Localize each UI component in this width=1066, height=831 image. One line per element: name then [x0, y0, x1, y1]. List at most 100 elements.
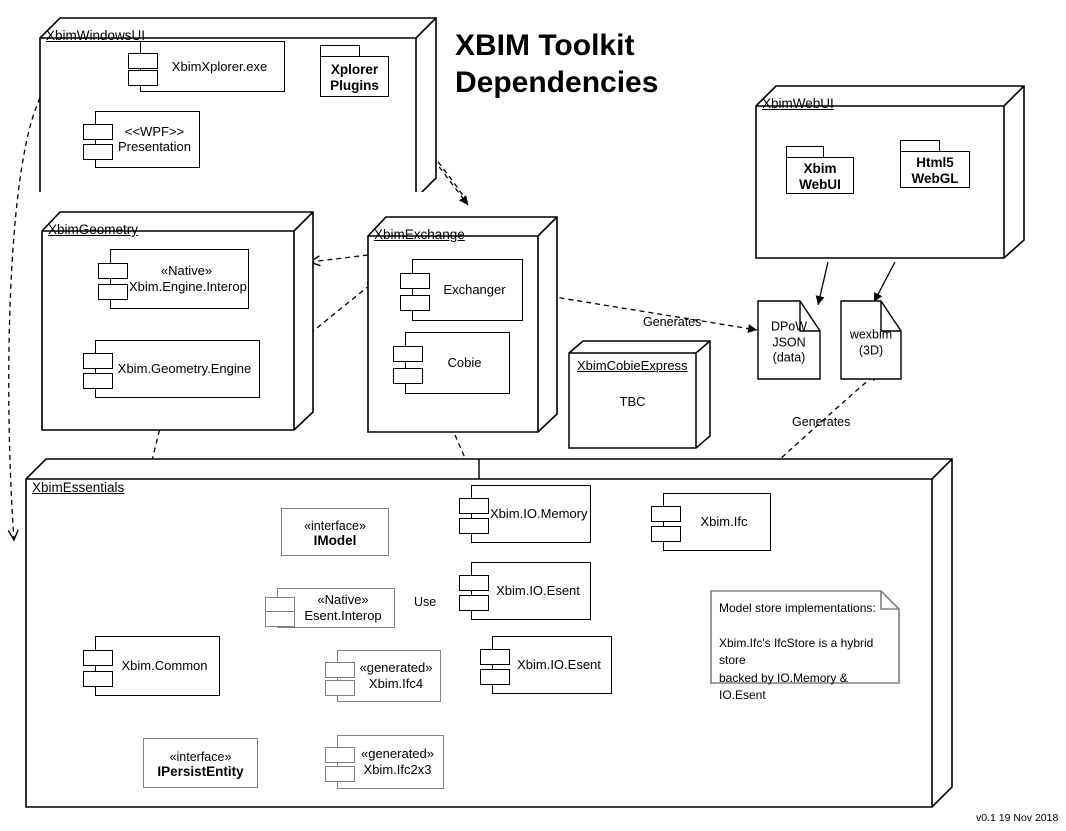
interface-imodel[interactable]: «interface» IModel — [281, 508, 389, 556]
package-xbim-exchange: XbimExchange — [366, 212, 559, 434]
component-label: «Native» Xbim.Engine.Interop — [129, 263, 247, 294]
component-tab-icon — [325, 662, 355, 678]
component-tab-icon — [459, 595, 489, 612]
artifact-label: DPoW JSON (data) — [770, 319, 808, 365]
page-title: XBIM Toolkit Dependencies — [455, 29, 659, 99]
component-tab-icon — [83, 373, 113, 390]
folder-body — [320, 56, 389, 97]
package-xbim-geometry: XbimGeometry — [40, 207, 315, 432]
component-tab-icon — [651, 526, 681, 543]
component-tab-icon — [98, 262, 128, 279]
component-xbim-engine-interop[interactable]: «Native» Xbim.Engine.Interop — [98, 249, 249, 309]
component-label: «generated» Xbim.Ifc2x3 — [360, 746, 434, 777]
component-tab-icon — [480, 669, 510, 686]
component-tab-icon — [83, 670, 113, 687]
component-xbim-common[interactable]: Xbim.Common — [83, 636, 220, 696]
artifact-dpow-json: DPoW JSON (data) — [757, 300, 821, 380]
component-tab-icon — [400, 273, 430, 290]
folder-tab — [320, 45, 360, 57]
component-cobie[interactable]: Cobie — [393, 332, 510, 394]
package-label: XbimWindowsUI — [46, 28, 146, 43]
component-tab-icon — [480, 649, 510, 666]
component-label: Xbim WebUI — [799, 160, 841, 192]
component-label: Xbim.Geometry.Engine — [117, 361, 252, 377]
component-label: Xbim.Common — [121, 658, 208, 674]
component-esent-interop[interactable]: «Native» Esent.Interop — [265, 588, 395, 628]
edge-label-generates-dpow: Generates — [643, 315, 702, 329]
component-xbim-ifc2x3[interactable]: «generated» Xbim.Ifc2x3 — [325, 735, 444, 789]
folder-tab — [900, 140, 940, 152]
component-tab-icon — [83, 353, 113, 370]
component-tab-icon — [98, 283, 128, 300]
package-xbim-cobie-express: XbimCobieExpress TBC — [567, 339, 712, 450]
package-label: XbimGeometry — [48, 222, 139, 237]
component-exchanger[interactable]: Exchanger — [400, 259, 523, 321]
component-tab-icon — [459, 518, 489, 535]
component-tab-icon — [393, 346, 423, 363]
folder-tab — [786, 146, 824, 158]
component-tab-icon — [393, 367, 423, 384]
interface-stereotype: «interface» — [169, 749, 232, 764]
component-xplorer-plugins[interactable]: Xplorer Plugins — [320, 45, 389, 97]
package-3d-shell — [755, 85, 1025, 259]
component-tab-icon — [459, 498, 489, 515]
component-tab-icon — [325, 766, 355, 783]
package-body-text: TBC — [619, 394, 646, 409]
component-tab-icon — [651, 506, 681, 523]
note-shape — [710, 590, 900, 684]
folder-body — [900, 151, 970, 188]
artifact-wexbim: wexbim (3D) — [840, 300, 902, 380]
component-label: Cobie — [447, 355, 482, 371]
component-tab-icon — [83, 143, 113, 160]
component-wpf-presentation[interactable]: <<WPF>> Presentation — [83, 111, 200, 168]
artifact-shape — [757, 300, 821, 380]
component-xbim-io-esent[interactable]: Xbim.IO.Esent — [459, 562, 591, 620]
package-3d-shell — [41, 211, 314, 431]
component-xbim-io-esent-2[interactable]: Xbim.IO.Esent — [480, 636, 612, 694]
component-xbim-ifc[interactable]: Xbim.Ifc — [651, 493, 771, 551]
component-xbim-ifc4[interactable]: «generated» Xbim.Ifc4 — [325, 650, 441, 702]
interface-name: IModel — [313, 532, 357, 548]
component-tab-icon — [128, 52, 158, 69]
artifact-label: wexbim (3D) — [849, 327, 893, 358]
component-tab-icon — [459, 575, 489, 592]
box-3d-shell — [568, 340, 711, 449]
component-xbim-geometry-engine[interactable]: Xbim.Geometry.Engine — [83, 340, 260, 398]
version-stamp: v0.1 19 Nov 2018 — [976, 812, 1059, 824]
component-tab-icon — [400, 294, 430, 311]
component-tab-icon — [83, 649, 113, 666]
component-html5-webgl[interactable]: Html5 WebGL — [900, 140, 970, 188]
note-model-store: Model store implementations: Xbim.Ifc's … — [710, 590, 900, 702]
component-label: <<WPF>> Presentation — [118, 123, 191, 155]
package-label: XbimWebUI — [762, 96, 834, 111]
component-tab-icon — [265, 611, 295, 628]
component-label: Xplorer Plugins — [330, 61, 379, 93]
package-label: XbimEssentials — [32, 480, 125, 495]
note-text: Model store implementations: Xbim.Ifc's … — [719, 601, 876, 702]
component-label: «Native» Esent.Interop — [304, 592, 382, 623]
component-xbim-io-memory[interactable]: Xbim.IO.Memory — [459, 485, 591, 543]
interface-name: IPersistEntity — [157, 763, 244, 779]
component-xbim-webui[interactable]: Xbim WebUI — [786, 146, 854, 194]
component-label: Html5 WebGL — [911, 154, 959, 186]
artifact-shape — [840, 300, 902, 380]
component-tab-icon — [325, 680, 355, 696]
component-label: «generated» Xbim.Ifc4 — [359, 660, 433, 691]
component-xbim-xplorer-exe[interactable]: XbimXplorer.exe — [128, 41, 285, 92]
component-label: Exchanger — [443, 282, 506, 298]
interface-ipersistentity[interactable]: «interface» IPersistEntity — [143, 738, 258, 788]
component-label: Xbim.IO.Memory — [490, 506, 588, 522]
folder-body — [786, 157, 854, 194]
component-tab-icon — [128, 70, 158, 87]
component-label: Xbim.Ifc — [700, 514, 748, 530]
component-tab-icon — [83, 124, 113, 141]
package-label: XbimExchange — [374, 227, 465, 242]
component-label: Xbim.IO.Esent — [517, 657, 601, 673]
component-label: Xbim.IO.Esent — [496, 583, 580, 599]
package-3d-shell — [367, 216, 558, 433]
package-xbim-web-ui: XbimWebUI — [754, 80, 1026, 260]
package-label: XbimCobieExpress — [577, 358, 688, 373]
edge-label-generates-wexbim: Generates — [792, 415, 851, 429]
component-tab-icon — [325, 747, 355, 764]
